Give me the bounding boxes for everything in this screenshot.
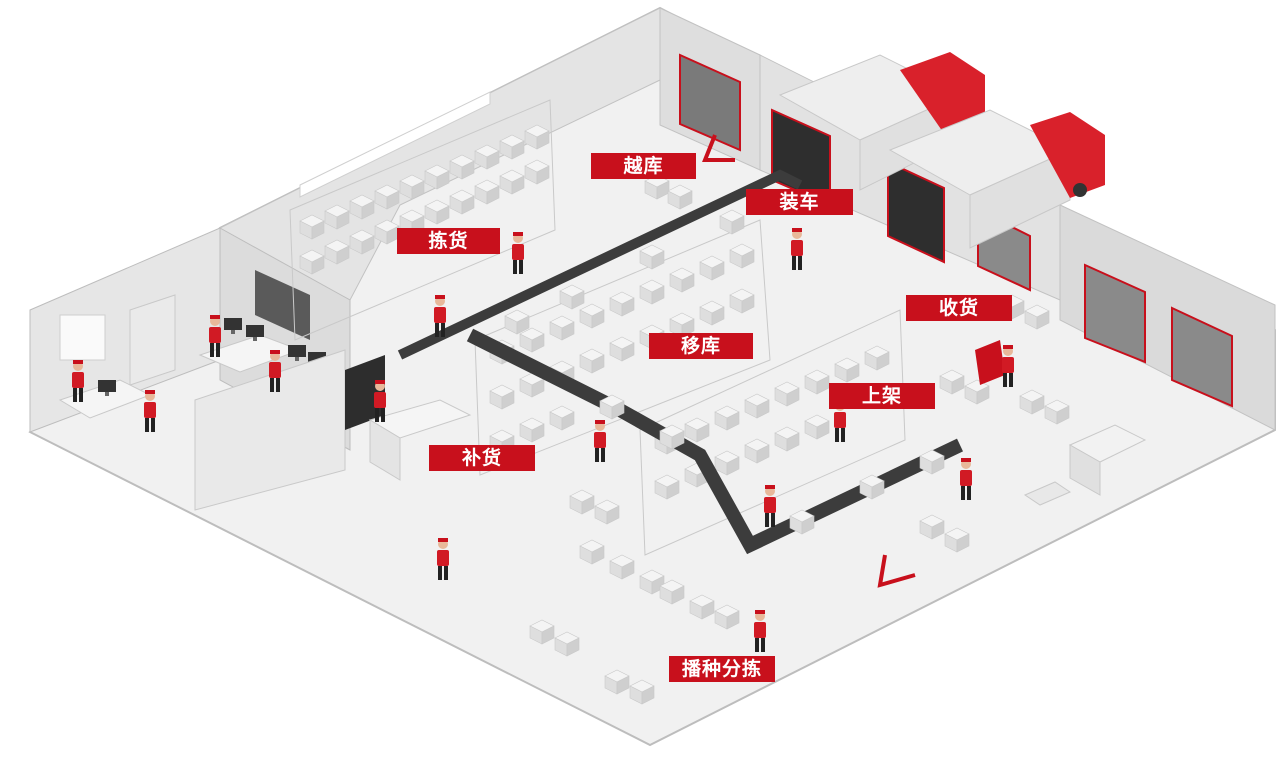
- label-picking: 拣货: [397, 228, 500, 254]
- middle-racks: [474, 219, 771, 476]
- back-racks: [289, 99, 556, 341]
- floor: [28, 6, 1276, 747]
- label-transfer: 移库: [649, 333, 753, 359]
- service-desk: [345, 355, 472, 481]
- truck-2: [888, 109, 1105, 249]
- pallet-jacks: [702, 134, 1005, 588]
- label-putaway: 上架: [829, 383, 935, 409]
- conveyor: [397, 169, 964, 555]
- dock-doors: [679, 53, 1233, 408]
- label-cross-dock: 越库: [591, 153, 696, 179]
- label-receiving: 收货: [906, 295, 1012, 321]
- equipment: [1023, 424, 1147, 506]
- office-area: [29, 227, 351, 511]
- label-replenish: 补货: [429, 445, 535, 471]
- label-sorting: 播种分拣: [669, 656, 775, 682]
- label-loading: 装车: [746, 189, 853, 215]
- front-racks: [639, 309, 906, 556]
